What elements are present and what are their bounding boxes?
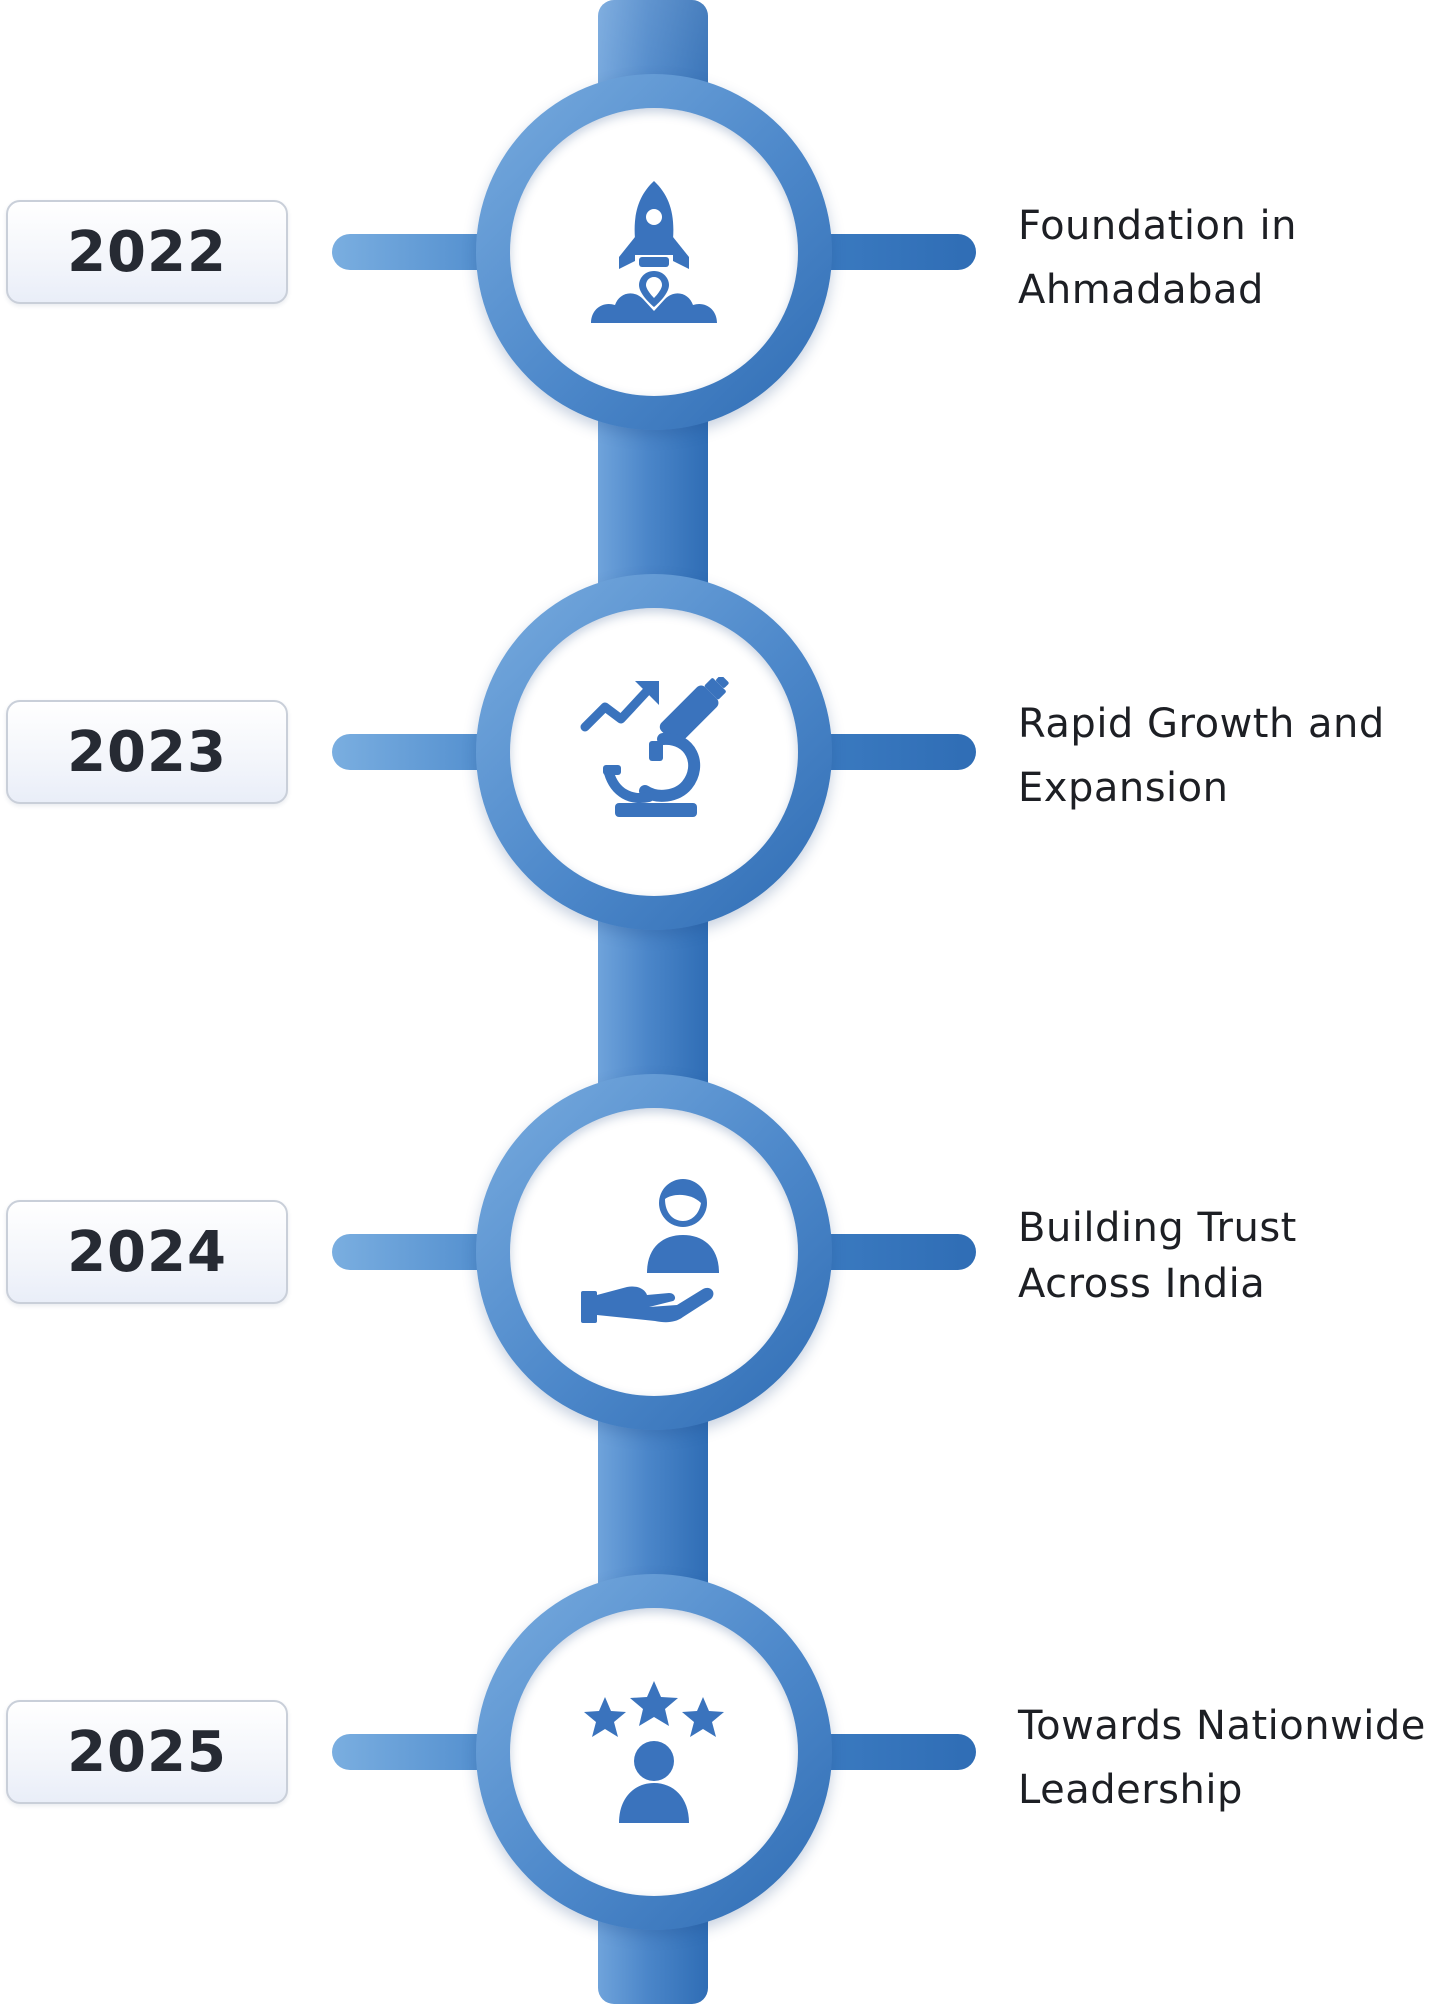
hand-person-trust-icon <box>579 1177 729 1327</box>
milestone-circle <box>510 1608 798 1896</box>
milestone-line-1: Building Trust <box>1018 1205 1297 1251</box>
year-label: 2023 <box>67 719 227 785</box>
person-stars-leadership-icon <box>579 1677 729 1827</box>
milestone-line-1: Towards Nationwide <box>1018 1703 1426 1749</box>
milestone-ring <box>476 1074 832 1430</box>
milestone-circle <box>510 108 798 396</box>
year-badge: 2023 <box>6 700 288 804</box>
milestone-line-2: Across India <box>1018 1261 1266 1307</box>
year-label: 2025 <box>67 1719 227 1785</box>
milestone-line-1: Foundation in <box>1018 203 1297 249</box>
milestone-line-2: Expansion <box>1018 765 1229 811</box>
milestone-description: Towards Nationwide Leadership <box>1018 1694 1448 1822</box>
milestone-line-2: Leadership <box>1018 1767 1243 1813</box>
left-connector <box>332 234 502 270</box>
milestone-description: Foundation in Ahmadabad <box>1018 194 1448 322</box>
year-badge: 2024 <box>6 1200 288 1304</box>
microscope-growth-icon <box>579 677 729 827</box>
milestone-ring <box>476 574 832 930</box>
milestone-line-1: Rapid Growth and <box>1018 701 1385 747</box>
year-label: 2022 <box>67 219 227 285</box>
year-label: 2024 <box>67 1219 227 1285</box>
milestone-circle <box>510 1108 798 1396</box>
rocket-launch-icon <box>589 177 719 327</box>
timeline-milestone: 2024 Building Trust Across India <box>0 1074 1448 1434</box>
left-connector <box>332 734 502 770</box>
milestone-ring <box>476 1574 832 1930</box>
timeline-milestone: 2022 Foundation in Ahmadabad <box>0 74 1448 434</box>
left-connector <box>332 1734 502 1770</box>
timeline-milestone: 2025 Towards Nationwide Leadership <box>0 1574 1448 1934</box>
year-badge: 2025 <box>6 1700 288 1804</box>
milestone-circle <box>510 608 798 896</box>
left-connector <box>332 1234 502 1270</box>
year-badge: 2022 <box>6 200 288 304</box>
timeline-milestone: 2023 <box>0 574 1448 934</box>
milestone-line-2: Ahmadabad <box>1018 267 1264 313</box>
milestone-ring <box>476 74 832 430</box>
milestone-description: Building Trust Across India <box>1018 1200 1448 1312</box>
milestone-description: Rapid Growth and Expansion <box>1018 692 1448 820</box>
